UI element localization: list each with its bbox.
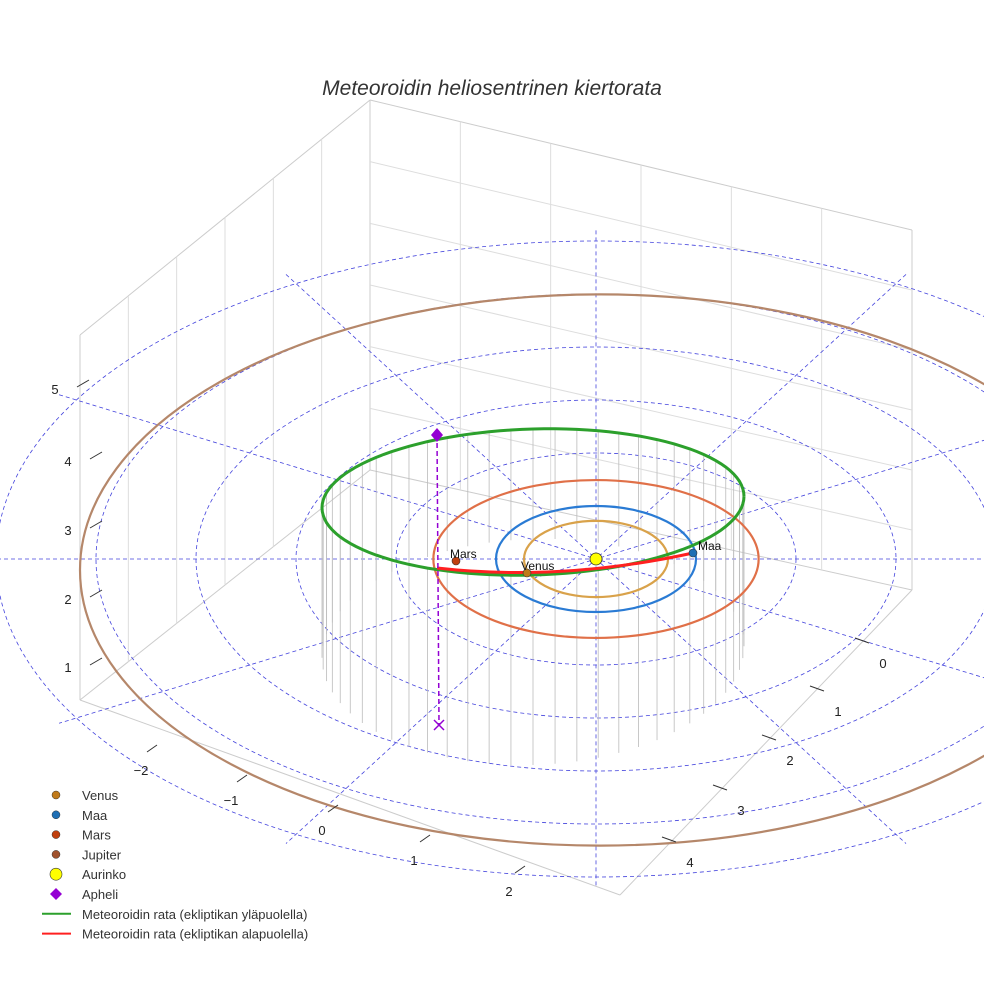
y-tick (712, 784, 728, 791)
legend-label: Venus (82, 788, 119, 803)
z-tick (89, 451, 103, 460)
y-tick-label: 3 (737, 803, 744, 818)
y-tick (809, 685, 825, 692)
legend-marker (51, 830, 61, 839)
z-tick-label: 4 (64, 454, 71, 469)
legend-marker (51, 850, 61, 859)
x-tick (146, 744, 158, 753)
box-edge (79, 699, 621, 896)
planet-maa (688, 548, 698, 558)
chart-title: Meteoroidin heliosentrinen kiertorata (322, 77, 662, 100)
sun-marker (589, 552, 603, 566)
legend-label: Jupiter (82, 847, 122, 862)
z-tick (89, 657, 103, 666)
x-tick-label: 1 (410, 853, 417, 868)
z-tick-label: 3 (64, 523, 71, 538)
legend-label: Aurinko (82, 867, 126, 882)
meteoroid-orbit-below (436, 551, 694, 575)
y-tick-label: 2 (786, 753, 793, 768)
orbit-mars (432, 478, 760, 640)
y-tick-label: 1 (834, 704, 841, 719)
legend-marker (51, 810, 61, 820)
planet-mars (451, 556, 461, 566)
y-tick-label: 4 (686, 855, 693, 870)
legend-label: Maa (82, 808, 108, 823)
point-label: Mars (450, 547, 477, 561)
aphelion-projection-marker (433, 719, 445, 731)
aphelion-marker (431, 428, 443, 442)
x-tick (236, 774, 248, 783)
legend-label: Apheli (82, 887, 118, 902)
z-tick (89, 520, 103, 529)
y-tick (854, 637, 870, 644)
legend-label: Mars (82, 828, 111, 843)
z-tick-label: 5 (51, 382, 58, 397)
orbit-maa (494, 504, 698, 614)
box-edge (619, 589, 913, 896)
x-tick-label: 2 (505, 884, 512, 899)
y-tick (661, 836, 677, 843)
z-tick (76, 379, 90, 388)
x-tick-label: −2 (134, 763, 149, 778)
legend-label: Meteoroidin rata (ekliptikan yläpuolella… (82, 907, 307, 922)
y-tick (761, 734, 777, 741)
x-tick-label: 0 (318, 823, 325, 838)
x-tick (419, 834, 431, 843)
x-tick-label: −1 (224, 793, 239, 808)
grid-line (369, 407, 913, 531)
z-tick (89, 589, 103, 598)
aphelion-drop-line (436, 434, 440, 725)
legend-marker (49, 867, 63, 881)
x-tick (327, 804, 339, 813)
point-label: Maa (698, 539, 722, 553)
x-tick (514, 865, 526, 874)
planet-venus (522, 568, 532, 578)
z-tick-label: 2 (64, 592, 71, 607)
orbit-jupiter (79, 293, 984, 847)
legend-marker (51, 790, 61, 800)
legend-marker (50, 888, 62, 900)
legend-label: Meteoroidin rata (ekliptikan alapuolella… (82, 927, 308, 942)
z-tick-label: 1 (64, 660, 71, 675)
y-tick-label: 0 (879, 656, 886, 671)
point-label: Venus (521, 559, 554, 573)
